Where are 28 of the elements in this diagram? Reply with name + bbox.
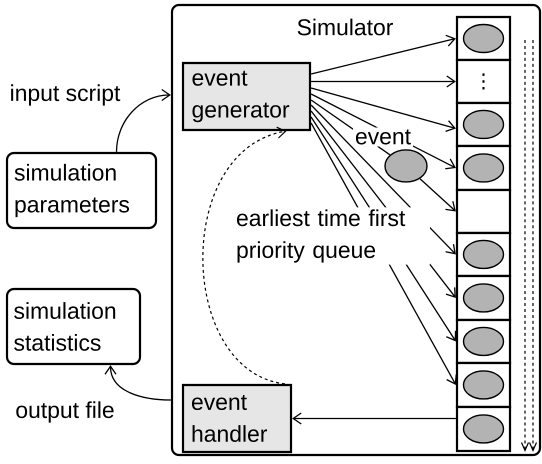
event-ellipse	[462, 370, 504, 400]
queue-cell	[456, 188, 512, 234]
event-ellipse	[462, 414, 504, 444]
event-ellipse	[462, 326, 504, 356]
file-box: simulation parameters	[6, 152, 158, 230]
edge-label: output file	[14, 400, 116, 424]
event-ellipse	[462, 110, 504, 140]
edge-label: input script	[8, 83, 122, 107]
process-box: event generator	[182, 62, 312, 132]
arrow	[311, 75, 456, 88]
arrow	[310, 34, 456, 75]
arrow	[116, 88, 171, 152]
file-box: simulation statistics	[6, 288, 142, 366]
event-ellipse	[384, 149, 428, 183]
arrow	[104, 365, 171, 401]
arrow	[310, 87, 456, 132]
arrow	[310, 104, 456, 254]
arrow	[202, 126, 286, 384]
event-ellipse	[462, 24, 504, 54]
event-ellipse	[462, 240, 504, 270]
process-box: event handler	[182, 384, 292, 454]
event-ellipse	[462, 153, 504, 183]
event-ellipse	[462, 283, 504, 313]
arrow	[292, 412, 456, 425]
arrow	[420, 178, 456, 212]
text-label: earliest time first priority queue	[234, 207, 430, 265]
queue-cell: ⋮	[456, 58, 512, 104]
text-label: event	[352, 127, 414, 146]
